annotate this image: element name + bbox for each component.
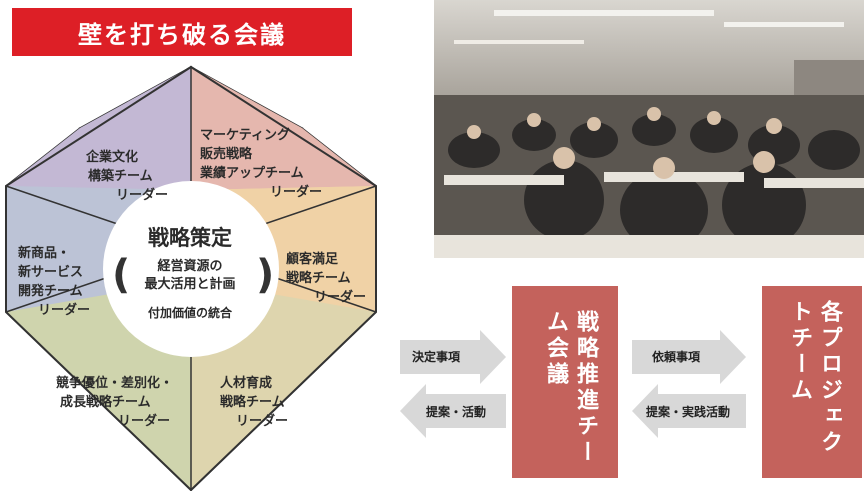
meeting-photo: [434, 0, 864, 258]
label-right: 顧客満足 戦略チーム リーダー: [286, 252, 367, 305]
arrow-label-decided: 決定事項: [412, 350, 461, 364]
arrow-right-1: [400, 330, 506, 384]
strategy-team-box: 戦略推進チーム会議: [512, 286, 618, 478]
center-foot: 付加価値の統合: [147, 306, 232, 320]
arrow-right-2: [632, 330, 746, 384]
label-bottom-left: 競争優位・差別化・ 成長戦略チーム リーダー: [56, 376, 174, 429]
arrow-label-practice: 提案・実践活動: [646, 405, 731, 419]
title-banner: 壁を打ち破る会議: [12, 8, 352, 56]
title-text: 壁を打ち破る会議: [78, 20, 286, 49]
center-circle: [103, 181, 279, 357]
arrow-left-1: [400, 384, 506, 438]
left-paren: (: [112, 252, 131, 298]
label-top-left: 企業文化 構築チーム リーダー: [86, 150, 169, 203]
label-left: 新商品・ 新サービス 開発チーム リーダー: [18, 246, 91, 318]
label-top-right: マーケティング 販売戦略 業績アップチーム リーダー: [200, 128, 323, 200]
project-teams-box: 各プロジェクトチーム: [762, 286, 862, 478]
center-title: 戦略策定: [148, 226, 232, 250]
arrow-left-2: [632, 384, 746, 438]
right-paren: ): [256, 252, 275, 298]
hexagon-diagram: [5, 65, 377, 491]
arrow-label-request: 依頼事項: [652, 350, 701, 364]
arrow-label-proposal: 提案・活動: [426, 405, 487, 419]
strategy-team-label: 戦略推進チーム会議: [543, 310, 598, 466]
center-body: 経営資源の 最大活用と計画: [144, 259, 236, 292]
project-teams-label: 各プロジェクトチーム: [787, 300, 842, 456]
label-bottom-right: 人材育成 戦略チーム リーダー: [220, 376, 289, 429]
